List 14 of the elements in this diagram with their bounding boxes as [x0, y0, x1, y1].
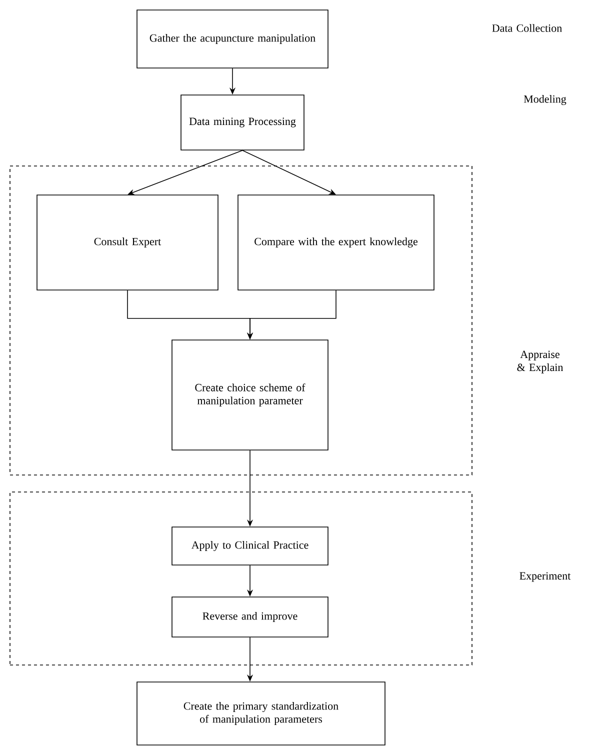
stage-label: Data Collection [492, 24, 562, 32]
process-box: Data mining Processing [180, 94, 304, 150]
dashed-group-box [10, 492, 472, 666]
dashed-group-box [10, 166, 472, 476]
process-box: Apply to Clinical Practice [172, 526, 328, 566]
process-box: Consult Expert [36, 194, 218, 290]
process-box: Reverse and improve [172, 596, 328, 638]
stage-label: Modeling [524, 95, 566, 105]
process-box: Compare with the expert knowledge [238, 194, 434, 290]
stage-label: Appraise & Explain [517, 350, 564, 374]
process-box: Create choice scheme of manipulation parameter [172, 340, 328, 450]
process-box: Create the primary standardization of manipulation parameters [136, 682, 386, 746]
process-box: Gather the acupuncture manipulation [136, 10, 328, 68]
stage-label: Experiment [520, 572, 571, 582]
